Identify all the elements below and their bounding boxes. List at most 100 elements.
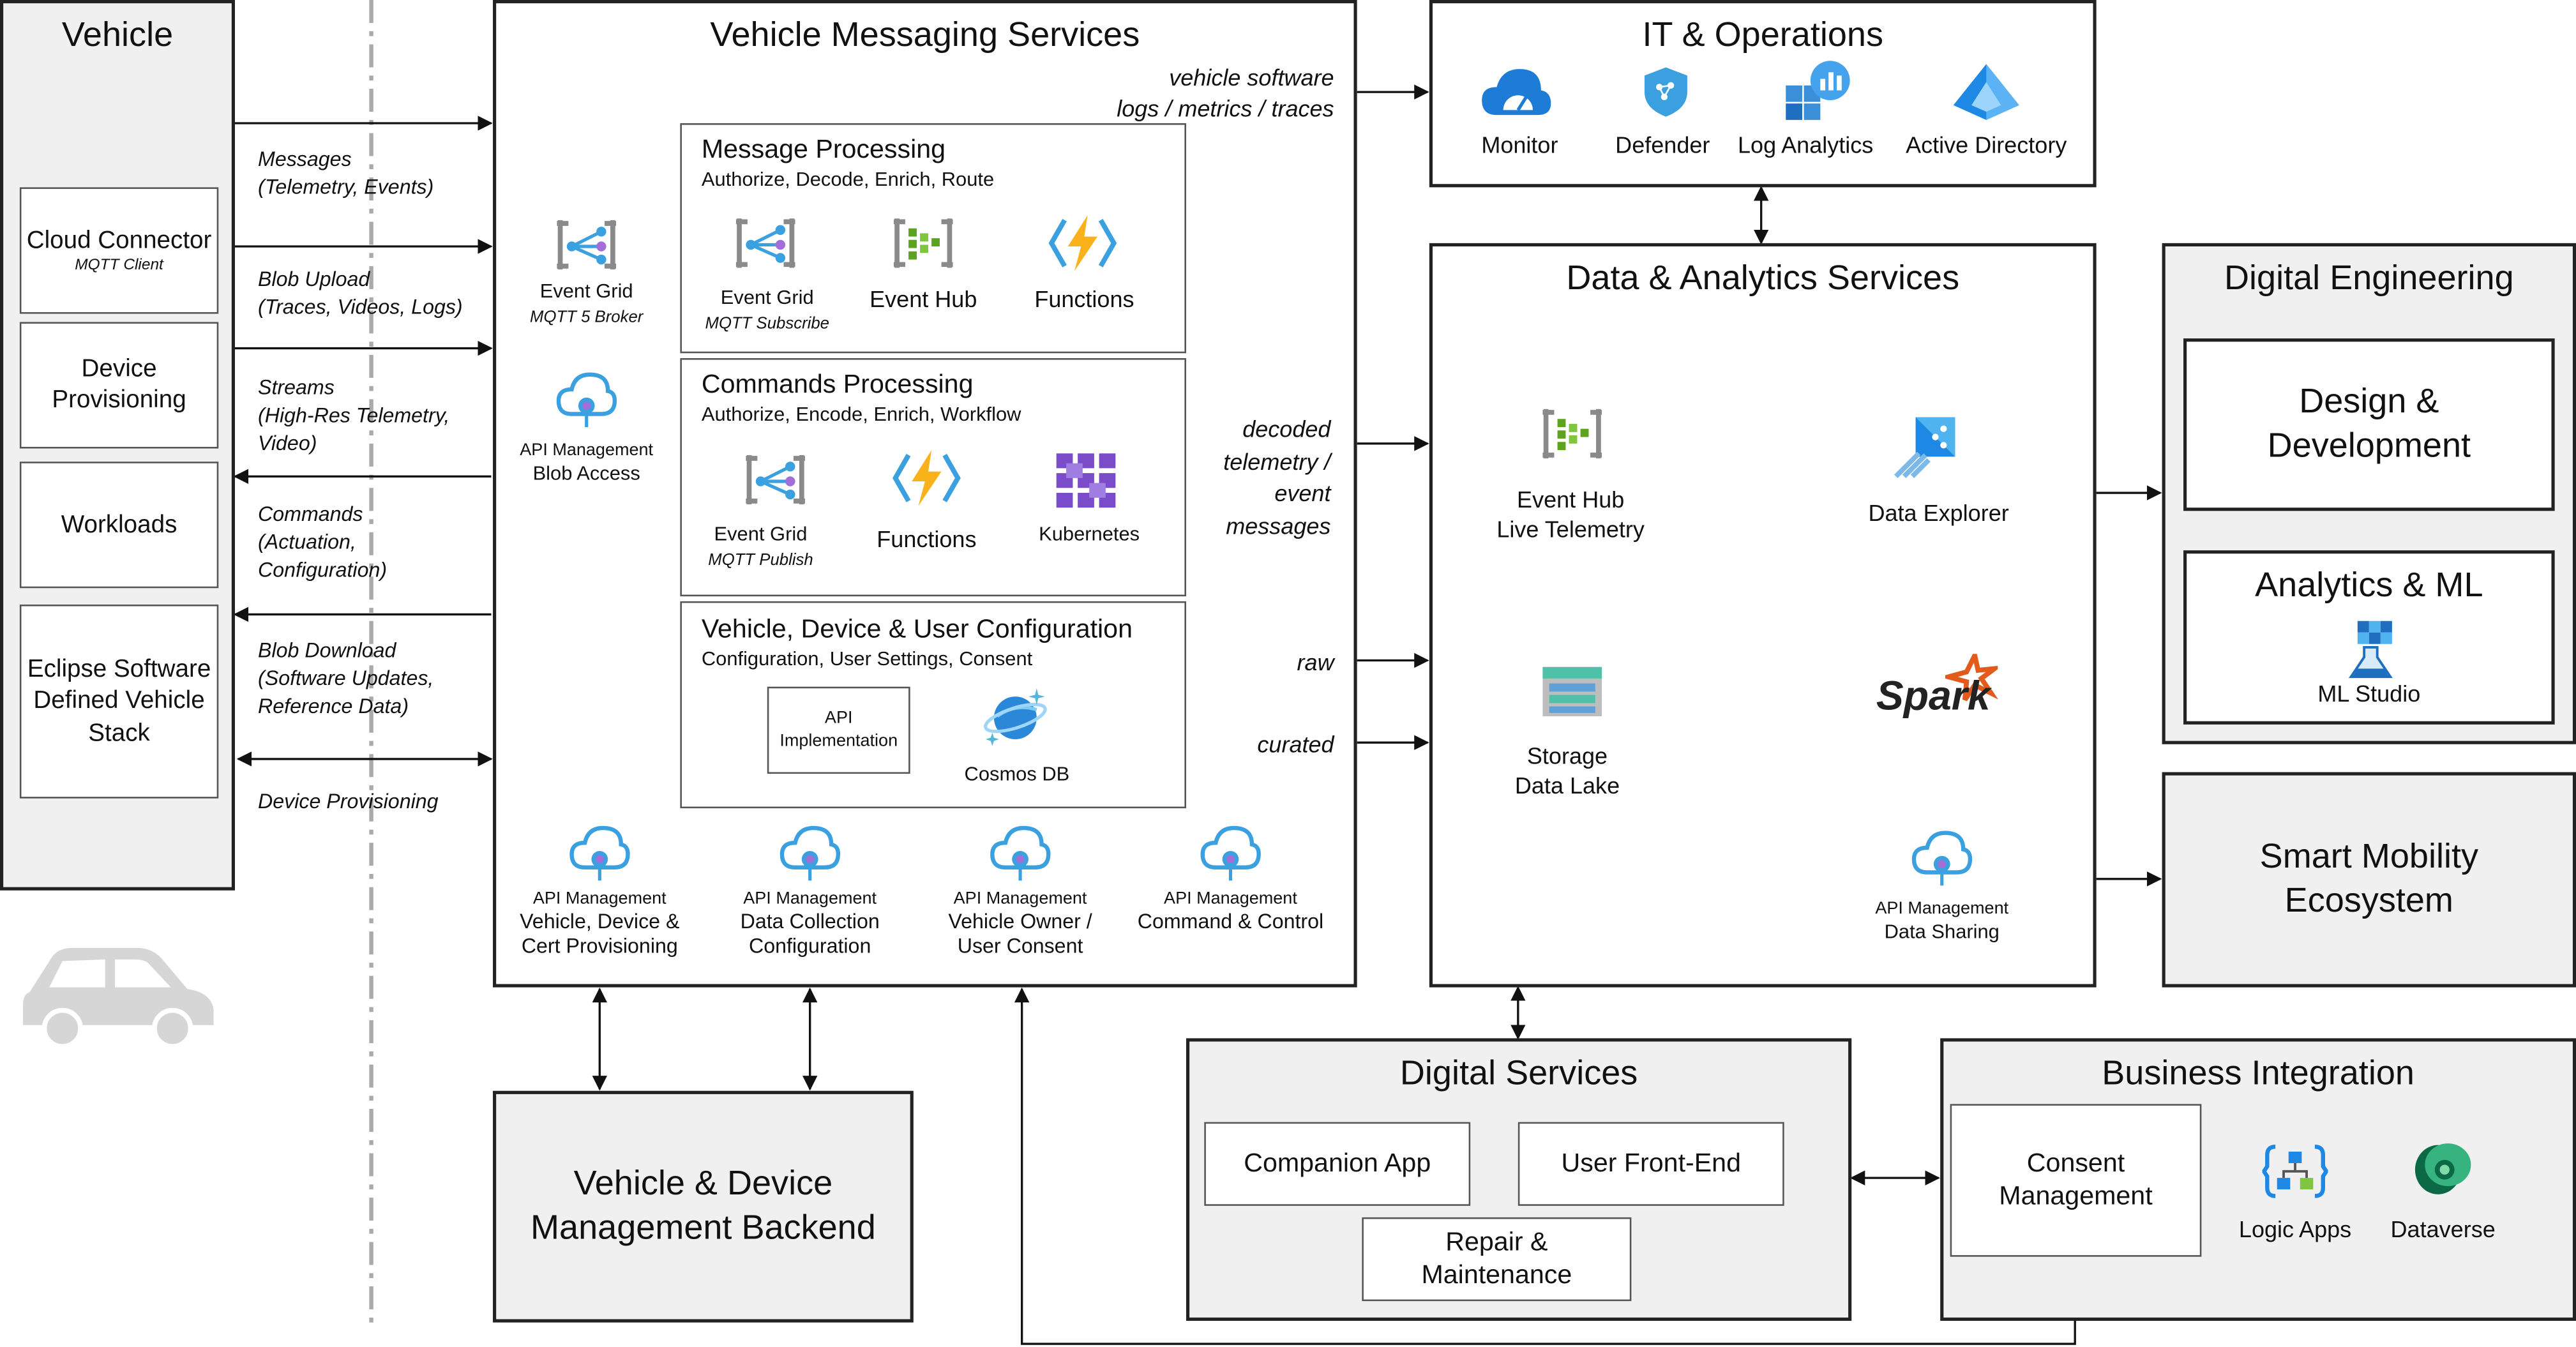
- active-directory-icon: [1953, 64, 2019, 120]
- apim-label-bottom: Vehicle, Device & Cert Provisioning: [520, 909, 680, 958]
- car-icon: [23, 947, 214, 1050]
- vehicle-device-management-backend-panel: Vehicle & Device Management Backend: [493, 1090, 914, 1323]
- api-management-icon: [1200, 825, 1261, 881]
- vehicle-title: Vehicle: [61, 16, 174, 54]
- monitor-icon: [1482, 69, 1551, 116]
- spark-star-icon: [1945, 654, 1998, 702]
- mp-functions-label: Functions: [1034, 285, 1134, 312]
- apim-label-top: API Management: [532, 889, 667, 909]
- dataverse-icon: [2414, 1143, 2471, 1194]
- vms-title: Vehicle Messaging Services: [710, 16, 1140, 54]
- log-analytics-label: Log Analytics: [1738, 131, 1874, 158]
- defender-label: Defender: [1615, 131, 1710, 158]
- event-hub-icon: [893, 218, 953, 268]
- mp-title: Message Processing: [701, 136, 946, 165]
- design-development-box[interactable]: Design & Development: [2183, 338, 2555, 511]
- storage-icon: [1542, 666, 1602, 717]
- flow-messages: Messages(Telemetry, Events): [258, 147, 434, 199]
- apim-label-bottom: Vehicle Owner / User Consent: [948, 909, 1092, 958]
- smart-mobility-ecosystem-panel: Smart Mobility Ecosystem: [2162, 772, 2576, 988]
- log-analytics-icon: [1786, 61, 1850, 120]
- mp-event-hub-label: Event Hub: [870, 285, 977, 312]
- ds-title: Digital Services: [1399, 1055, 1638, 1093]
- spark-logo: Spark: [1873, 654, 2011, 726]
- event-grid-icon: [557, 220, 617, 270]
- api-management-icon: [1911, 831, 1973, 886]
- de-title: Digital Engineering: [2224, 259, 2514, 297]
- flow-commands: Commands(Actuation, Configuration): [258, 502, 388, 582]
- vehicle-panel: Vehicle Cloud Connector MQTT Client Devi…: [0, 0, 235, 891]
- apim-label-top: API Management: [1164, 889, 1297, 909]
- logic-apps-label: Logic Apps: [2238, 1215, 2352, 1242]
- logic-apps-icon: [2262, 1145, 2328, 1198]
- functions-icon: [893, 450, 961, 506]
- data-explorer-icon: [1894, 417, 1955, 479]
- data-explorer-label: Data Explorer: [1868, 499, 2009, 526]
- workloads-box[interactable]: Workloads: [19, 462, 219, 589]
- apim-label-bottom: Data Collection Configuration: [740, 909, 880, 958]
- api-implementation-box[interactable]: API Implementation: [767, 686, 910, 774]
- data-analytics-services-panel: Data & Analytics Services: [1429, 243, 2097, 988]
- itops-title: IT & Operations: [1642, 16, 1884, 54]
- cp-subtitle: Authorize, Encode, Enrich, Workflow: [701, 402, 1021, 426]
- defender-icon: [1644, 67, 1687, 117]
- apim-label-bottom: Command & Control: [1137, 909, 1324, 933]
- cloud-connector-sub: MQTT Client: [75, 257, 163, 275]
- cloud-connector-box[interactable]: Cloud Connector MQTT Client: [19, 187, 219, 314]
- monitor-label: Monitor: [1481, 131, 1558, 158]
- flow-streams: Streams(High-Res Telemetry, Video): [258, 376, 450, 455]
- active-directory-label: Active Directory: [1906, 131, 2067, 158]
- event-grid-icon: [735, 218, 795, 268]
- vehicle-config-box: Vehicle, Device & User Configuration Con…: [680, 601, 1186, 809]
- cosmos-db-icon: [984, 688, 1047, 746]
- dataverse-label: Dataverse: [2390, 1215, 2496, 1242]
- event-hub-icon: [1542, 409, 1602, 458]
- flow-raw: raw: [1297, 649, 1334, 675]
- flow-decoded: decoded telemetry / event messages: [1223, 416, 1331, 539]
- companion-app-box[interactable]: Companion App: [1204, 1122, 1471, 1206]
- spark-text: Spark: [1876, 674, 1991, 720]
- apim-label-top: API Management: [743, 889, 877, 909]
- kubernetes-icon: [1056, 453, 1116, 508]
- ml-studio-label: ML Studio: [2317, 680, 2421, 707]
- flow-device-provisioning: Device Provisioning: [258, 790, 439, 813]
- eclipse-sdv-box[interactable]: Eclipse Software Defined Vehicle Stack: [19, 605, 219, 799]
- api-management-icon: [569, 825, 630, 881]
- cp-kubernetes-label: Kubernetes: [1039, 522, 1140, 546]
- api-management-icon: [556, 372, 617, 428]
- functions-icon: [1048, 215, 1117, 271]
- bi-title: Business Integration: [2102, 1055, 2414, 1093]
- event-grid-icon: [746, 455, 805, 505]
- vc-cosmos-label: Cosmos DB: [964, 762, 1070, 786]
- flow-curated: curated: [1257, 731, 1334, 758]
- apim-label-top: API Management: [953, 889, 1087, 909]
- repair-maintenance-box[interactable]: Repair & Maintenance: [1362, 1217, 1632, 1302]
- analytics-ml-title: Analytics & ML: [2255, 566, 2483, 605]
- device-provisioning-box[interactable]: Device Provisioning: [19, 322, 219, 449]
- user-front-end-box[interactable]: User Front-End: [1518, 1122, 1784, 1206]
- api-management-icon: [990, 825, 1051, 881]
- consent-management-box[interactable]: Consent Management: [1950, 1104, 2202, 1257]
- cp-functions-label: Functions: [877, 525, 977, 552]
- das-title: Data & Analytics Services: [1566, 259, 1960, 297]
- api-management-icon: [780, 825, 841, 881]
- ml-studio-icon: [2348, 621, 2393, 679]
- cloud-connector-label: Cloud Connector: [26, 226, 212, 254]
- flow-blob-download: Blob Download(Software Updates, Referenc…: [258, 639, 434, 718]
- mp-subtitle: Authorize, Decode, Enrich, Route: [701, 167, 995, 191]
- flow-blob-upload: Blob Upload(Traces, Videos, Logs): [258, 267, 463, 319]
- vc-title: Vehicle, Device & User Configuration: [701, 616, 1133, 644]
- vc-subtitle: Configuration, User Settings, Consent: [701, 647, 1033, 670]
